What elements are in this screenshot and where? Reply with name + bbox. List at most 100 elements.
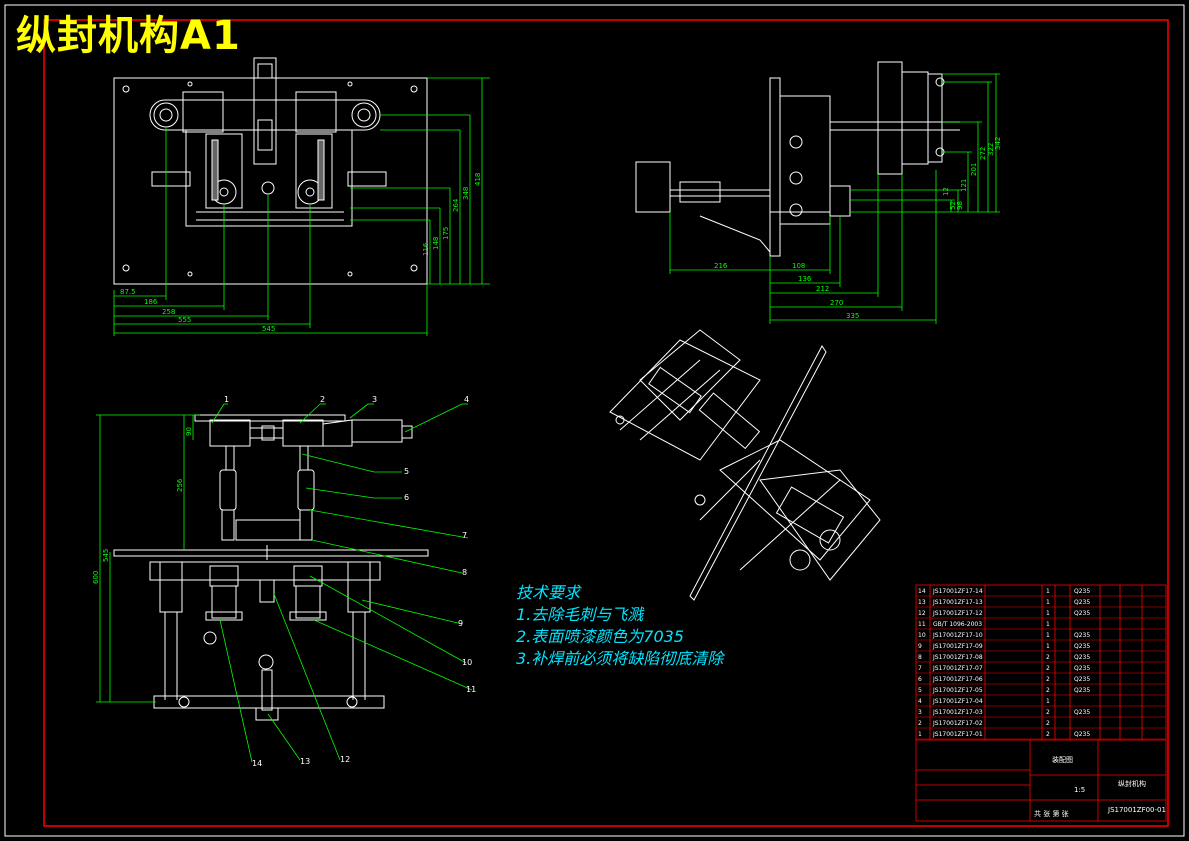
- side-dim-v-2: 98: [956, 201, 964, 210]
- part-qty: 2: [1046, 720, 1050, 727]
- balloon-8: 8: [462, 568, 467, 577]
- part-material: Q235: [1074, 731, 1090, 738]
- side-dim-h-2: 136: [798, 275, 812, 283]
- side-dim-v-0: 12: [942, 187, 950, 196]
- front-dim-v-3: 600: [92, 571, 100, 584]
- part-no: 10: [918, 632, 926, 639]
- part-no: 12: [918, 610, 926, 617]
- part-code: JS17001ZF17-03: [932, 709, 983, 716]
- side-dim-v-1: 52: [949, 201, 957, 210]
- balloon-4: 4: [464, 395, 469, 404]
- part-no: 1: [918, 731, 922, 738]
- front-dim-v-2: 545: [102, 549, 110, 562]
- front-view: [113, 414, 429, 721]
- side-dim-v-5: 272: [979, 147, 987, 160]
- part-qty: 1: [1046, 621, 1050, 628]
- part-material: Q235: [1074, 687, 1090, 694]
- top-dim-v-5: 116: [422, 242, 430, 256]
- top-dim-h-4: 545: [262, 325, 275, 333]
- balloon-6: 6: [404, 493, 409, 502]
- part-qty: 1: [1046, 698, 1050, 705]
- front-dim-v-1: 256: [176, 478, 184, 492]
- balloon-2: 2: [320, 395, 325, 404]
- front-view-dimension-lines: [96, 414, 200, 703]
- balloon-14: 14: [252, 759, 262, 768]
- balloon-3: 3: [372, 395, 377, 404]
- part-code: GB/T 1096-2003: [933, 621, 982, 628]
- part-no: 4: [918, 698, 922, 705]
- part-material: Q235: [1074, 665, 1090, 672]
- part-qty: 1: [1046, 599, 1050, 606]
- balloon-leaders: [211, 403, 473, 763]
- part-no: 2: [918, 720, 922, 727]
- part-qty: 2: [1046, 731, 1050, 738]
- part-qty: 1: [1046, 632, 1050, 639]
- part-qty: 1: [1046, 643, 1050, 650]
- part-no: 7: [918, 665, 922, 672]
- side-dim-h-3: 212: [816, 285, 829, 293]
- balloon-10: 10: [462, 658, 472, 667]
- isometric-view: [609, 329, 881, 601]
- top-view-dimension-lines: [113, 77, 490, 336]
- tech-req-heading: 技术要求: [516, 583, 581, 602]
- top-dim-h-3: 555: [178, 316, 191, 324]
- top-dim-v-2: 264: [452, 198, 460, 212]
- top-dim-v-3: 175: [442, 227, 450, 240]
- part-material: Q235: [1074, 709, 1090, 716]
- part-material: Q235: [1074, 588, 1090, 595]
- top-dim-v-0: 418: [474, 173, 482, 186]
- part-code: JS17001ZF17-05: [932, 687, 983, 694]
- top-dim-v-1: 348: [462, 187, 470, 200]
- part-material: Q235: [1074, 632, 1090, 639]
- title-block: [915, 584, 1167, 822]
- part-no: 11: [918, 621, 926, 628]
- part-material: Q235: [1074, 654, 1090, 661]
- tech-req-item-2: 2.表面喷漆颜色为7035: [516, 627, 684, 646]
- top-view: [113, 57, 428, 285]
- side-dim-h-0: 216: [714, 262, 728, 270]
- part-qty: 2: [1046, 687, 1050, 694]
- tech-req-item-3: 3.补焊前必须将缺陷彻底清除: [516, 649, 724, 668]
- side-dim-v-4: 201: [970, 163, 978, 176]
- part-qty: 2: [1046, 676, 1050, 683]
- balloon-9: 9: [458, 619, 463, 628]
- balloon-1: 1: [224, 395, 229, 404]
- top-dim-v-4: 148: [432, 237, 440, 250]
- part-material: Q235: [1074, 610, 1090, 617]
- part-code: JS17001ZF17-01: [932, 731, 983, 738]
- balloon-13: 13: [300, 757, 310, 766]
- part-material: Q235: [1074, 599, 1090, 606]
- title-block-sheets: 共 张 第 张: [1034, 809, 1069, 818]
- part-code: JS17001ZF17-02: [932, 720, 983, 727]
- side-dim-h-1: 108: [792, 262, 805, 270]
- part-code: JS17001ZF17-13: [932, 599, 983, 606]
- title-block-drawing-name: 纵封机构: [1118, 779, 1146, 788]
- balloon-5: 5: [404, 467, 409, 476]
- part-qty: 2: [1046, 709, 1050, 716]
- top-dim-h-2: 258: [162, 308, 175, 316]
- balloon-12: 12: [340, 755, 350, 764]
- part-code: JS17001ZF17-09: [932, 643, 983, 650]
- part-code: JS17001ZF17-10: [932, 632, 983, 639]
- side-dim-h-4: 270: [830, 299, 843, 307]
- part-no: 9: [918, 643, 922, 650]
- part-code: JS17001ZF17-14: [932, 588, 983, 595]
- side-view-dimension-lines: [669, 73, 1000, 324]
- part-code: JS17001ZF17-06: [932, 676, 983, 683]
- drawing-title: 纵封机构A1: [16, 13, 241, 59]
- top-dim-h-1: 186: [144, 298, 158, 306]
- balloon-11: 11: [466, 685, 476, 694]
- part-material: Q235: [1074, 643, 1090, 650]
- part-no: 8: [918, 654, 922, 661]
- technical-requirements: 技术要求 1.去除毛刺与飞溅 2.表面喷漆颜色为7035 3.补焊前必须将缺陷彻…: [516, 582, 723, 670]
- title-block-assembly-label: 装配图: [1052, 755, 1073, 764]
- part-code: JS17001ZF17-07: [932, 665, 983, 672]
- part-no: 14: [918, 588, 926, 595]
- part-no: 6: [918, 676, 922, 683]
- part-no: 3: [918, 709, 922, 716]
- part-code: JS17001ZF17-08: [932, 654, 983, 661]
- part-qty: 2: [1046, 654, 1050, 661]
- part-qty: 1: [1046, 610, 1050, 617]
- part-no: 13: [918, 599, 926, 606]
- side-dim-v-6: 322: [987, 143, 995, 156]
